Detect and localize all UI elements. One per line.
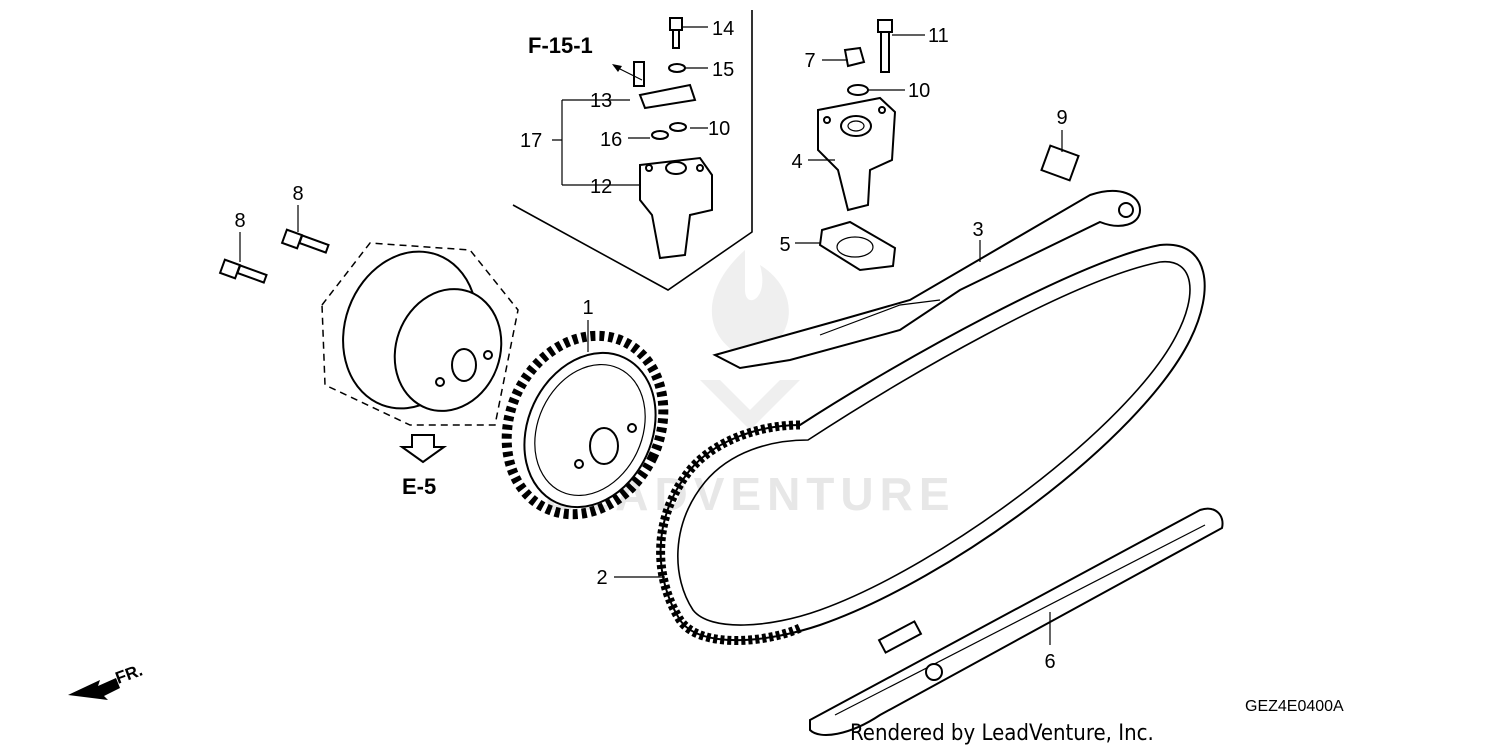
e5-arrow-icon [398, 434, 448, 464]
inset-border [512, 10, 753, 291]
callout-9: 9 [1056, 107, 1067, 129]
callout-2: 2 [596, 567, 607, 589]
bolt-8b [280, 228, 330, 254]
tensioner-lifter [817, 19, 1080, 272]
watermark-chevron-icon [700, 380, 800, 430]
callout-8a: 8 [234, 210, 245, 232]
callout-11: 11 [928, 25, 949, 47]
bolt-8a [218, 258, 268, 284]
leader-lines [239, 26, 1063, 645]
tensioner-lifter-inset [633, 17, 713, 260]
cam-chain-guide-upper [712, 190, 1142, 370]
callout-17: 17 [520, 130, 542, 152]
front-arrow-icon [68, 678, 120, 700]
diagram-code: GEZ4E0400A [1245, 698, 1344, 715]
front-label: FR. [113, 661, 145, 688]
cam-sprocket [501, 330, 669, 520]
callout-4: 4 [791, 151, 802, 173]
cam-chain-guide-lower [809, 507, 1224, 736]
callout-6: 6 [1044, 651, 1055, 673]
callout-14: 14 [712, 18, 734, 40]
callout-1: 1 [582, 297, 593, 319]
callout-10a: 10 [708, 118, 730, 140]
callout-15: 15 [712, 59, 734, 81]
callout-16: 16 [600, 129, 622, 151]
ref-f-15-1: F-15-1 [528, 33, 593, 58]
watermark-flame-icon [711, 250, 789, 360]
e5-component [321, 242, 519, 426]
callout-13: 13 [590, 90, 612, 112]
credit-text: Rendered by LeadVenture, Inc. [850, 721, 1154, 746]
callout-12: 12 [590, 176, 612, 198]
callout-10b: 10 [908, 80, 930, 102]
callout-8b: 8 [292, 183, 303, 205]
callout-7: 7 [804, 50, 815, 72]
ref-e-5: E-5 [402, 474, 436, 499]
cam-chain [656, 243, 1206, 645]
callout-5: 5 [779, 234, 790, 256]
callout-3: 3 [972, 219, 983, 241]
